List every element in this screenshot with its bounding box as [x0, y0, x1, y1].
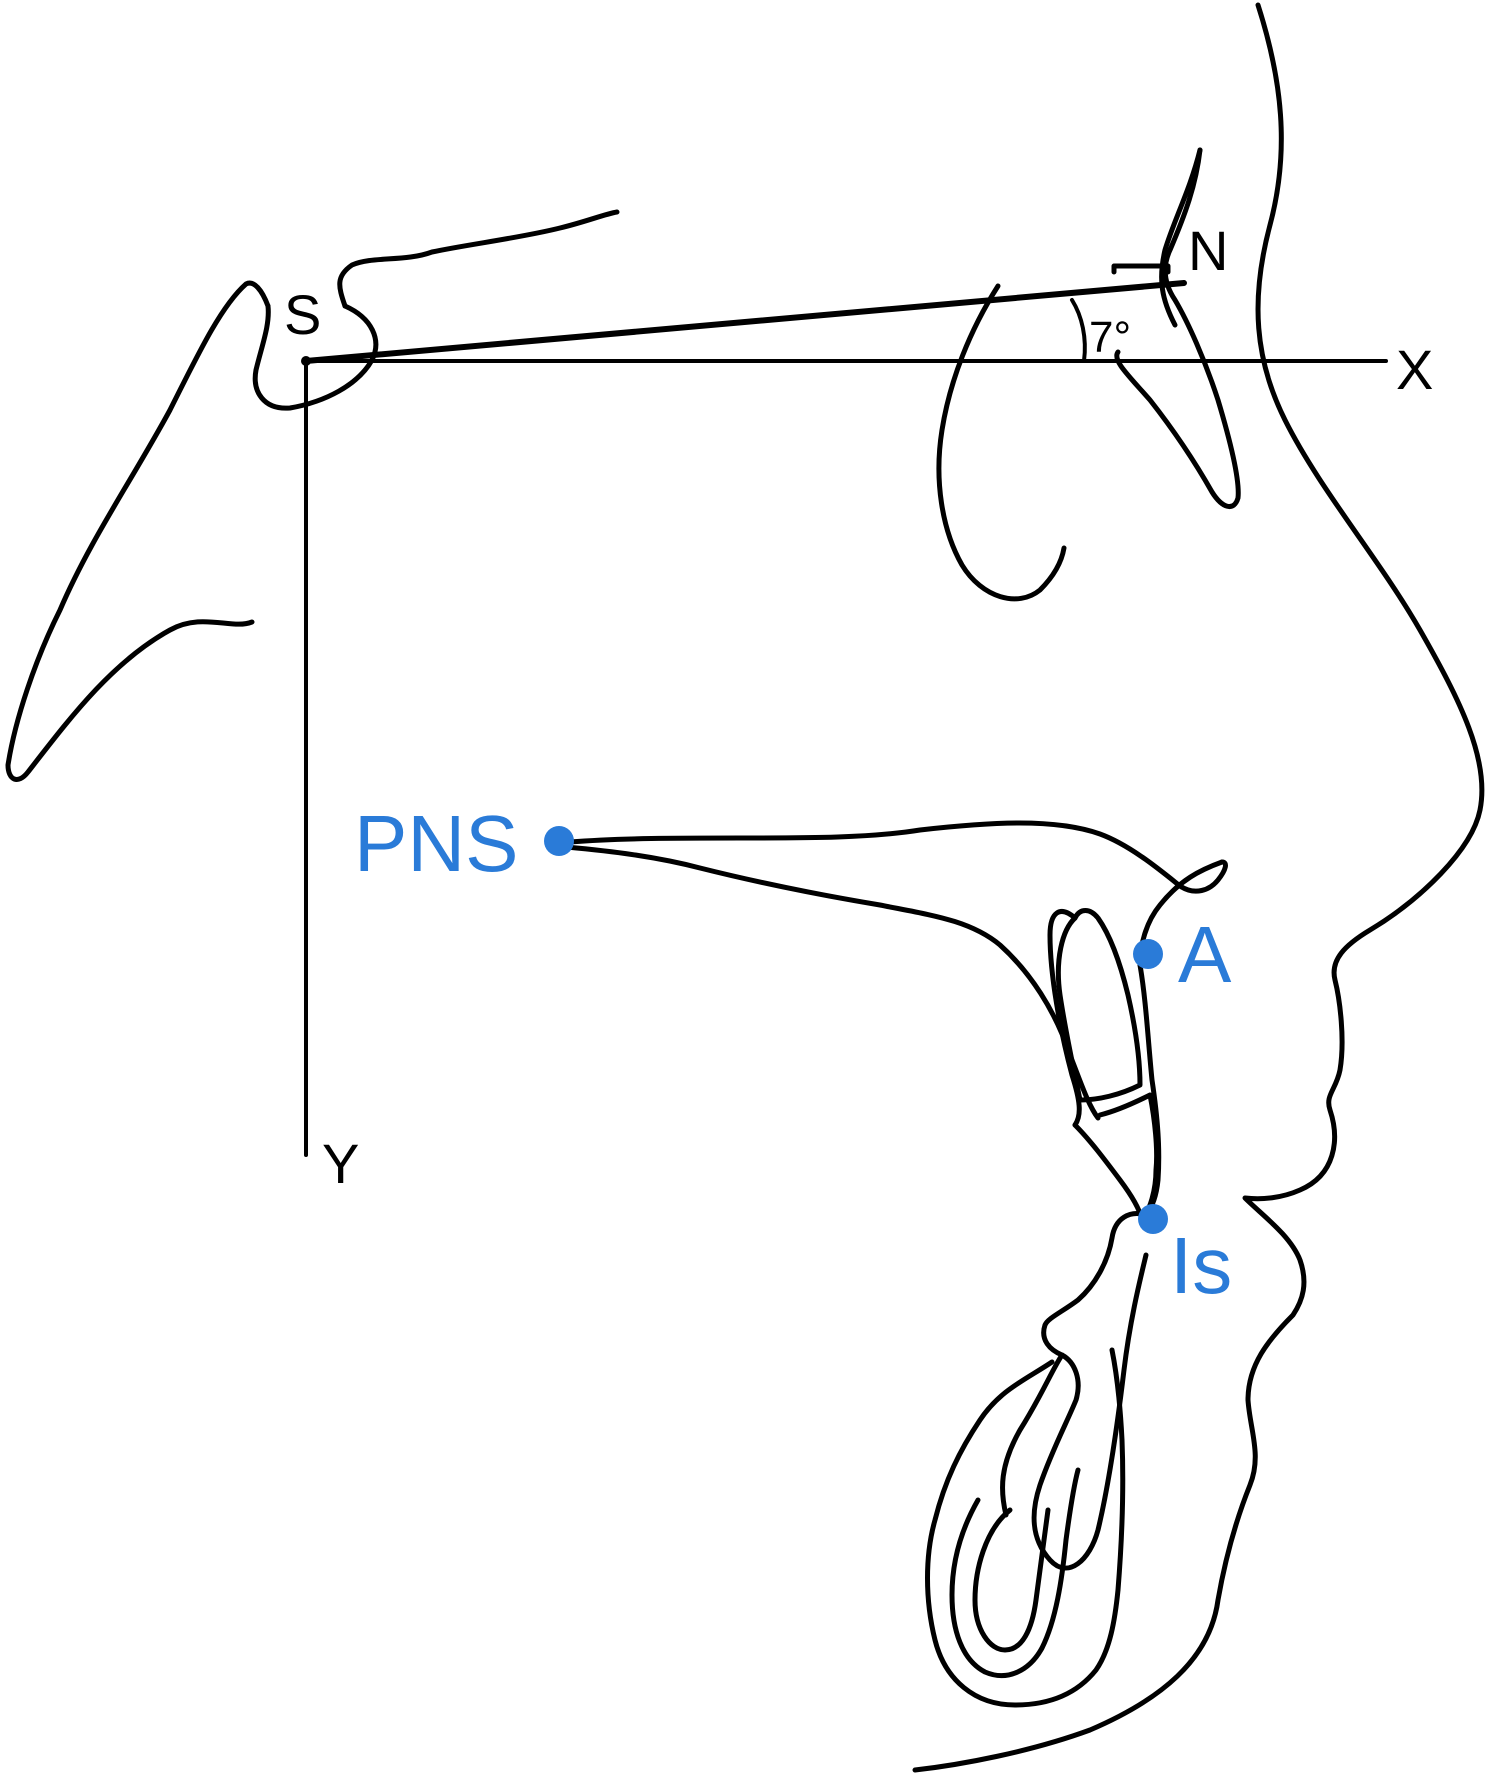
symphysis-inner — [949, 1467, 1081, 1679]
palate-upper — [567, 820, 1228, 894]
label-is: Is — [1170, 1221, 1232, 1310]
nasion-marker — [1111, 263, 1171, 275]
orbit-outline — [936, 283, 1067, 602]
upper-incisor-root — [1047, 909, 1082, 1128]
clivus-outline — [5, 280, 271, 782]
sella-point — [301, 356, 311, 366]
lower-incisor-root — [1000, 1352, 1065, 1518]
label-s: S — [284, 283, 321, 346]
upper-incisor-tip — [1072, 1092, 1160, 1223]
sella-outline — [337, 209, 620, 309]
lip-upper — [1137, 962, 1162, 1218]
angle-arc — [1070, 298, 1087, 363]
label-n: N — [1188, 219, 1228, 282]
is-point — [1138, 1204, 1168, 1234]
frontal-sinus — [1159, 147, 1203, 328]
symphysis-core — [972, 1507, 1051, 1653]
symphysis-outer — [925, 1347, 1126, 1708]
sella-nasion-line — [303, 280, 1187, 364]
soft-tissue-profile — [912, 2, 1485, 1773]
angle-label: 7° — [1089, 313, 1131, 362]
label-x: X — [1396, 338, 1433, 401]
upper-incisor-crown — [1055, 908, 1143, 1103]
pns-point — [544, 826, 574, 856]
label-pns: PNS — [354, 799, 519, 888]
palate-outline — [553, 843, 1101, 1121]
lower-incisor — [1031, 1211, 1149, 1571]
label-y: Y — [322, 1132, 359, 1195]
label-a: A — [1178, 910, 1232, 999]
sella-turcica — [252, 303, 379, 411]
a-point — [1133, 939, 1163, 969]
nasal-bone — [1114, 147, 1241, 509]
